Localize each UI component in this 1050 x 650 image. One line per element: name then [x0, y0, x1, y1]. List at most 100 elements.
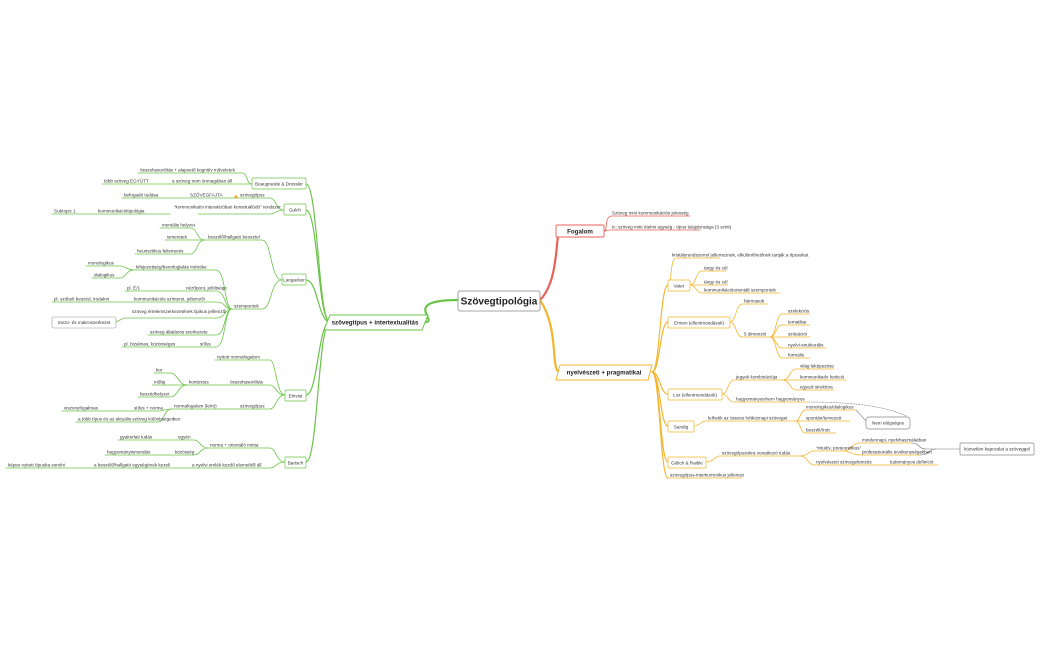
- node-label: monologikus/dialogikus: [806, 405, 854, 410]
- node-label: beszélő/hallgató beosztol: [208, 235, 260, 240]
- mezo-makro-node[interactable]: mezo- és makroszerkezet: [51, 316, 117, 329]
- node-label: mezo- és makroszerkezet: [58, 320, 111, 325]
- node-label: beszélt/írott: [806, 428, 830, 433]
- node-label: nyelvészeti + pragmatikai: [567, 370, 642, 377]
- node-label: kommunikációorientált szempontok: [704, 288, 776, 293]
- node-label: kristályrendszerrel jellemeznek, elkülön…: [672, 253, 809, 258]
- node-label: több szöveg EGYÜTT: [104, 178, 149, 184]
- node-label: szövegtípusokra vonatkozó tudás: [722, 451, 791, 456]
- node-label: Langacker: [283, 278, 305, 283]
- kozvetlen-node[interactable]: közvetlen kapcsolat a szöveggel: [959, 442, 1035, 456]
- node-label: hagyományos/nem hagyományos: [736, 397, 805, 402]
- node-label: képes nyitott típusba sorolni: [8, 463, 65, 468]
- node-label: Erkvist: [289, 394, 304, 399]
- node-label: 5 dimenzió: [744, 332, 767, 337]
- left-labels: összehasonlítás + alapvető kognitív műve…: [8, 168, 281, 468]
- node-label: egyedi struktúra: [800, 385, 833, 390]
- node-label: kontextus: [189, 380, 209, 385]
- gulich-node[interactable]: [667, 456, 707, 469]
- connectors: [5, 172, 961, 479]
- langacker-node[interactable]: [281, 273, 307, 286]
- node-label: Bartsch: [288, 461, 304, 466]
- vater-node[interactable]: [667, 279, 691, 292]
- fogalom-node[interactable]: Fogalom: [555, 224, 605, 238]
- node-label: világ leképezése: [800, 364, 834, 369]
- node-label: pl. bizalmas, közönséges: [124, 342, 176, 347]
- node-label: professzionális tevékenységekben: [862, 450, 932, 455]
- node-label: kor: [156, 368, 163, 373]
- node-label: Lux (ellentmondások): [673, 393, 717, 398]
- node-label: nézőpont, jelöltsége: [186, 286, 227, 291]
- node-label: Gulch: [289, 208, 301, 213]
- node-label: Sandig: [674, 425, 689, 430]
- sandig-node[interactable]: [667, 420, 695, 433]
- node-label: szöveg értelemszerkezetének tipikus jell…: [132, 309, 226, 314]
- nem-elegseges-node[interactable]: Nem elégséges: [865, 416, 911, 430]
- node-label: “kommunikatív interakcióban konstruálódó…: [174, 205, 281, 210]
- node-label: szövegtípus: [240, 193, 265, 198]
- node-label: SZÖVEGFAJTA: [190, 192, 224, 198]
- node-label: ismeretek: [167, 235, 188, 240]
- node-label: tematikai: [788, 320, 806, 325]
- node-label: műfaj: [154, 380, 165, 385]
- node-label: egyén: [178, 435, 191, 440]
- node-label: Szövegtipológia: [461, 297, 538, 308]
- bartsch-node[interactable]: [284, 456, 307, 469]
- gulch-node[interactable]: [283, 203, 307, 216]
- node-label: a beszélő/hallgató egységének kezeli: [94, 463, 170, 468]
- node-label: mindennapi, nyelvhasználatban: [862, 438, 927, 443]
- node-label: Vater: [674, 284, 685, 289]
- node-label: heurisztikus felismerés: [137, 249, 184, 254]
- node-label: kommunikációtipológia: [98, 209, 145, 214]
- node-label: szelekciós: [788, 309, 810, 314]
- node-label: Szöveg mint kommunikációs jelenség: [612, 211, 689, 216]
- node-label: tudományos definíció: [890, 460, 934, 465]
- node-label: “intuitív, preteoretikus”: [816, 446, 862, 451]
- node-label: tárgy és cél: [704, 266, 728, 271]
- node-label: pl. szóbeli beszéd, irodalmi: [54, 297, 109, 302]
- node-label: dialogikus: [94, 273, 115, 278]
- node-label: tárgy és cél: [704, 280, 728, 285]
- node-label: monologikus: [88, 261, 114, 266]
- node-label: szövegtípus + intertextualitás: [332, 320, 419, 327]
- node-label: pl. É/1: [127, 285, 140, 291]
- node-label: Beaugrande & Dressler: [255, 182, 303, 187]
- right-labels: Szöveg mint kommunikációs jelenség tc: s…: [612, 211, 934, 478]
- root-node[interactable]: Szövegtipológia: [457, 290, 541, 312]
- node-label: hagyományismondás: [107, 450, 151, 455]
- node-label: tc: szöveg mint ételmi egység - típus tu…: [612, 225, 732, 230]
- node-label: viszonyfogalmas: [64, 406, 99, 411]
- node-label: hármasok: [744, 299, 765, 304]
- node-label: szövegtípus: [240, 404, 265, 409]
- left-main-node[interactable]: szövegtípus + intertextualitás: [323, 314, 429, 331]
- node-label: befogadó tudása: [124, 193, 159, 198]
- node-label: nyelvi-strukturális: [788, 343, 824, 348]
- node-label: Gülich & Raible: [671, 461, 703, 466]
- node-label: kommunikatív funkció: [800, 375, 845, 380]
- right-main-node[interactable]: nyelvészeti + pragmatikai: [555, 364, 653, 381]
- node-label: Fogalom: [567, 229, 593, 236]
- node-label: közösség: [175, 450, 195, 455]
- node-label: nyitott normafogalom: [217, 355, 260, 360]
- node-label: leíhetik az összes hétköznapi szöveget: [708, 416, 788, 421]
- node-label: Ermen (ellentmondások): [674, 321, 725, 326]
- node-label: normafogalom (leíró): [174, 404, 217, 409]
- node-label: nyelvészeti szövegelemzés: [816, 460, 872, 465]
- node-label: közvetlen kapcsolat a szöveggel: [964, 447, 1030, 452]
- node-label: stílus: [200, 342, 211, 347]
- ermen-node[interactable]: [667, 316, 731, 329]
- erkvist-node[interactable]: [284, 389, 307, 402]
- node-label: szöveg általános szerkezete: [150, 330, 208, 335]
- node-label: beszédhelyzet: [140, 392, 170, 397]
- node-label: szempontok: [234, 304, 259, 309]
- marker-icon: [234, 195, 238, 199]
- node-label: szituációi: [788, 332, 807, 337]
- node-label: a nyelvi emlék kezdő elemeiből áll: [192, 463, 261, 468]
- beaugrande-node[interactable]: [251, 177, 307, 190]
- node-label: mentális helyzet: [162, 223, 196, 228]
- lux-node[interactable]: [667, 388, 723, 401]
- node-label: gyakorlati tudás: [120, 435, 153, 440]
- node-label: norma + orientáló minta: [210, 443, 259, 448]
- node-label: összehasonlítás + alapvető kognitív műve…: [140, 168, 236, 173]
